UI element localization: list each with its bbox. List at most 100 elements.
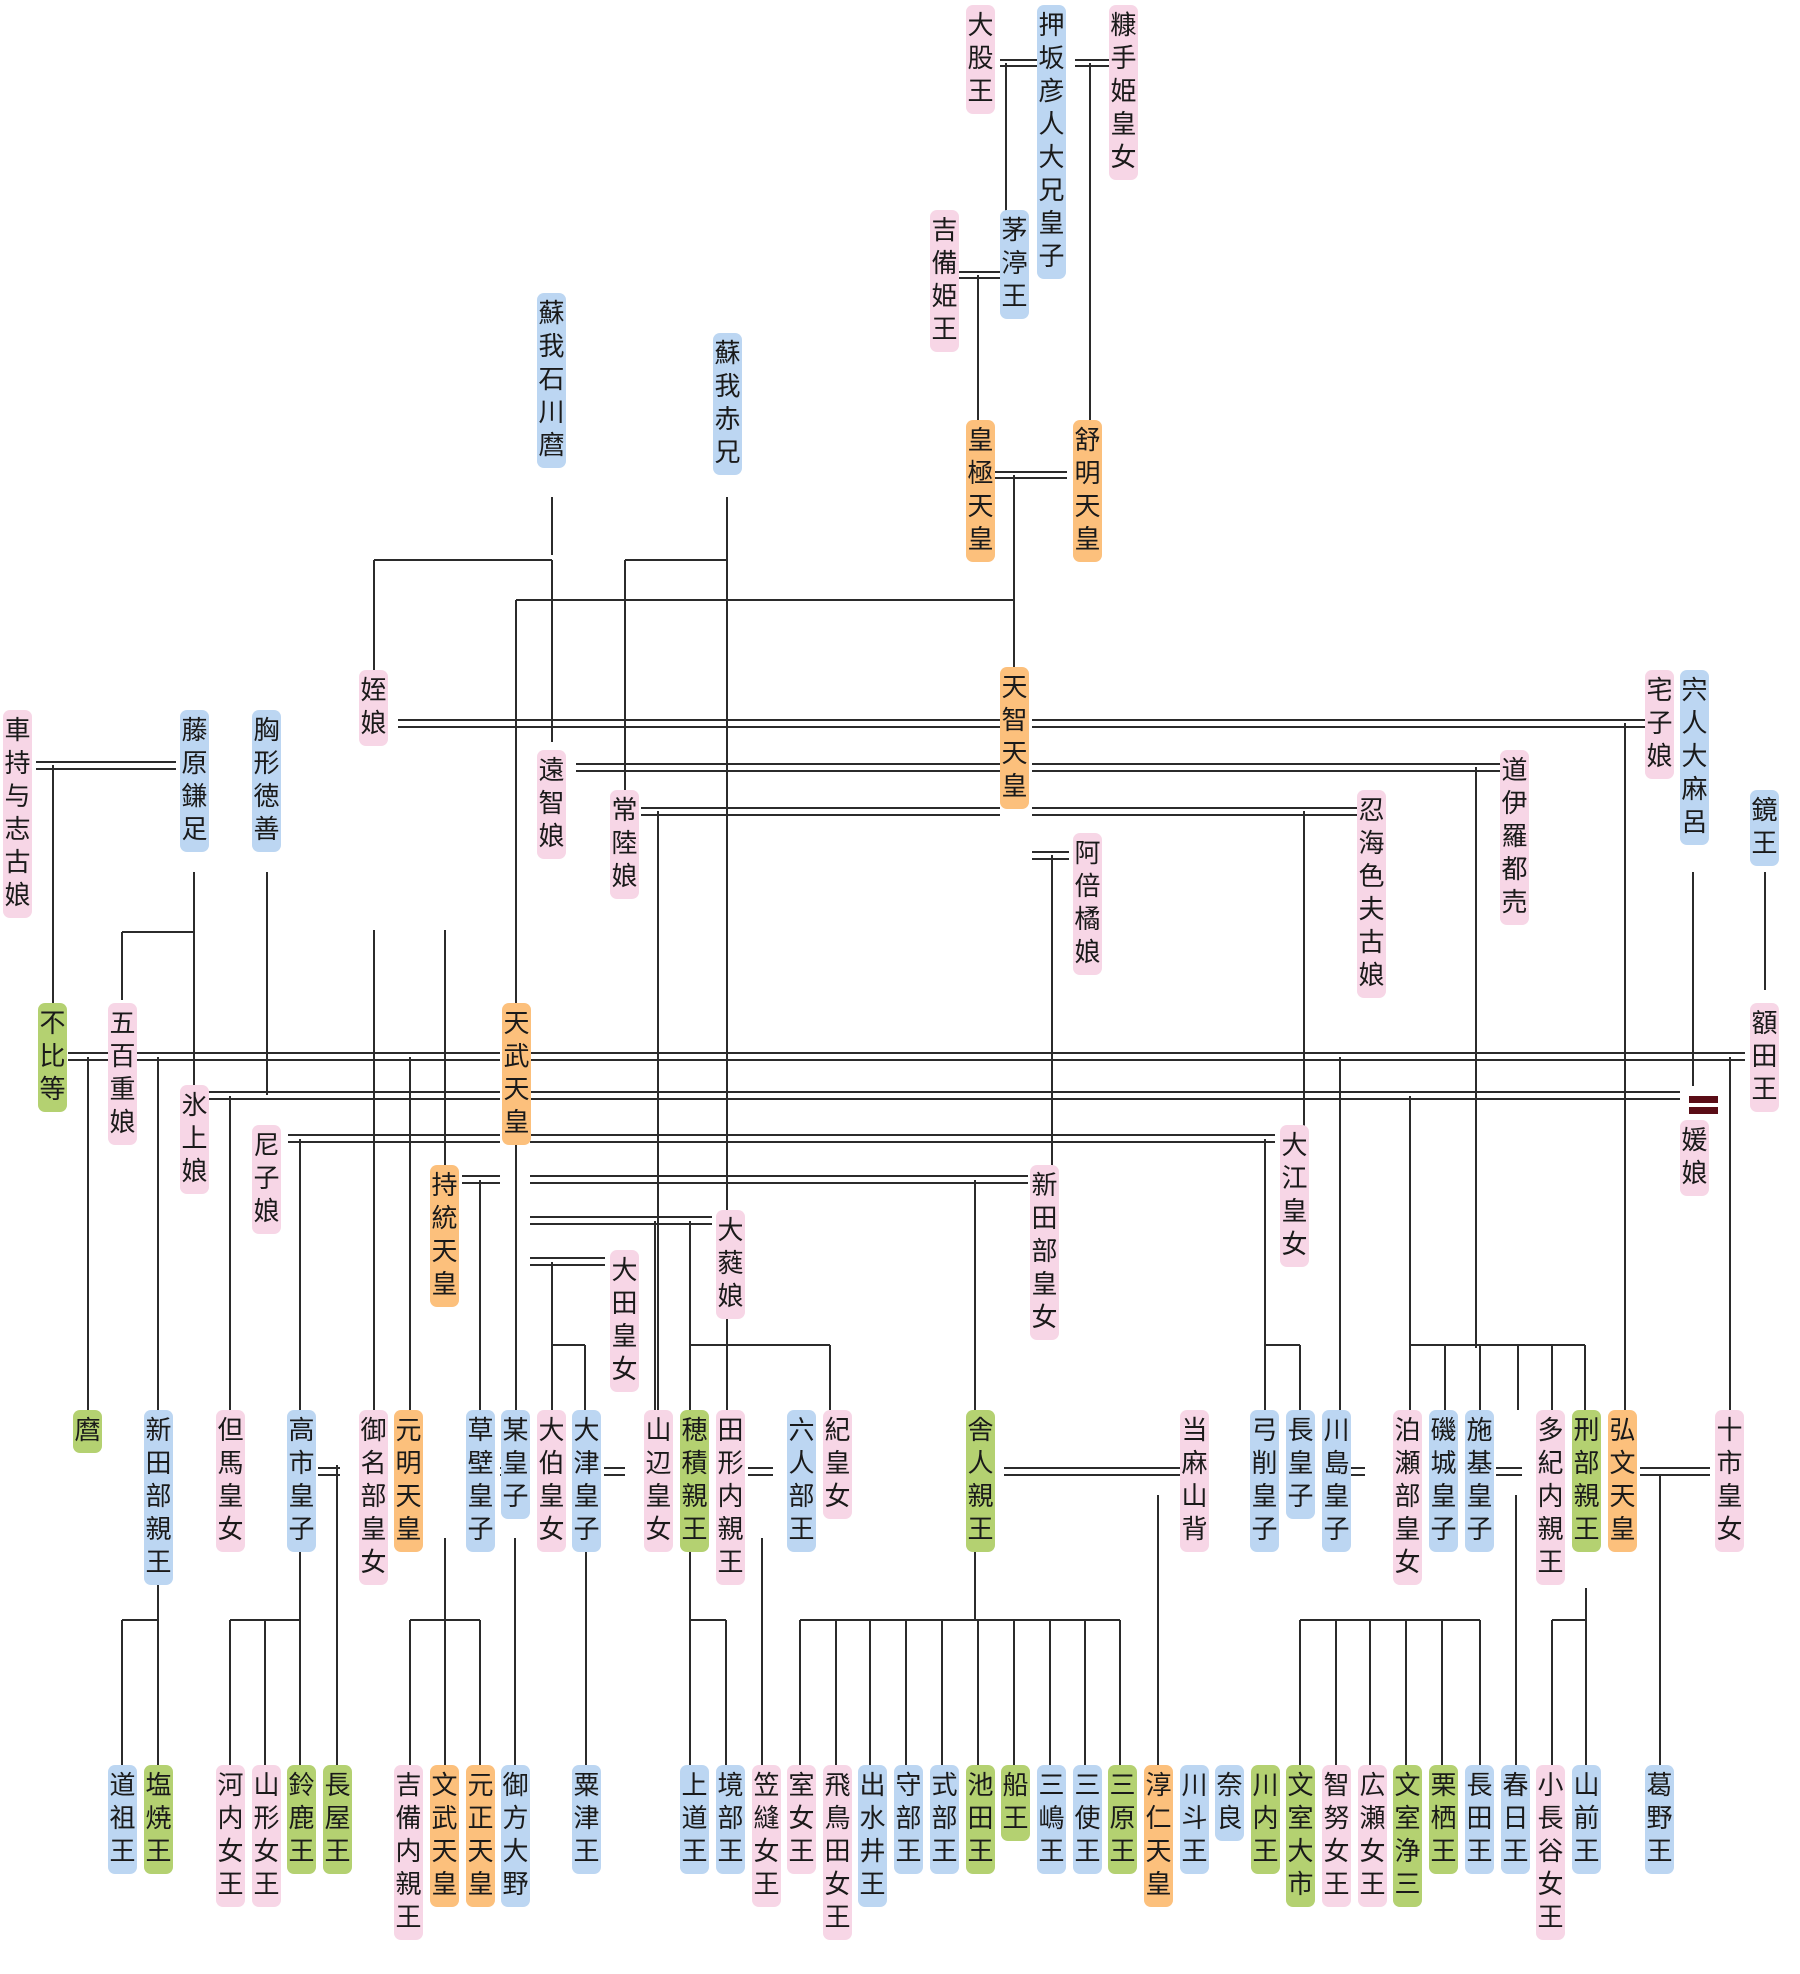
- person-nara[interactable]: 奈良: [1215, 1765, 1244, 1841]
- person-mei[interactable]: 姪娘: [359, 670, 388, 746]
- person-tenmu[interactable]: 天武天皇: [502, 1003, 531, 1145]
- person-niitabe-shinno[interactable]: 新田部親王: [144, 1410, 173, 1585]
- person-tajima[interactable]: 但馬皇女: [216, 1410, 245, 1552]
- person-funa[interactable]: 船王: [1001, 1765, 1030, 1841]
- person-yamasaki[interactable]: 山前王: [1572, 1765, 1601, 1874]
- person-monmu[interactable]: 文武天皇: [430, 1765, 459, 1907]
- person-asukata[interactable]: 飛鳥田女王: [823, 1765, 852, 1940]
- person-chinu[interactable]: 茅渟王: [1000, 210, 1029, 319]
- person-suzuka[interactable]: 鈴鹿王: [287, 1765, 316, 1874]
- person-otsu[interactable]: 大津皇子: [572, 1410, 601, 1552]
- person-jito[interactable]: 持統天皇: [430, 1165, 459, 1307]
- person-nagaya[interactable]: 長屋王: [323, 1765, 352, 1874]
- person-hitachi[interactable]: 常陸娘: [610, 790, 639, 899]
- person-genmei[interactable]: 元明天皇: [394, 1410, 423, 1552]
- person-nukade[interactable]: 糠手姫皇女: [1109, 5, 1138, 180]
- person-nukata[interactable]: 額田王: [1750, 1003, 1779, 1112]
- person-kibi-naishinno[interactable]: 吉備内親王: [394, 1765, 423, 1940]
- person-ioe[interactable]: 五百重娘: [108, 1003, 137, 1145]
- person-shiki-m[interactable]: 磯城皇子: [1429, 1410, 1458, 1552]
- person-ikeda[interactable]: 池田王: [966, 1765, 995, 1874]
- person-toneri-no[interactable]: 六人部王: [787, 1410, 816, 1552]
- person-naga[interactable]: 長皇子: [1286, 1410, 1315, 1519]
- person-kobun[interactable]: 弘文天皇: [1608, 1410, 1637, 1552]
- person-kogyoku[interactable]: 皇極天皇: [966, 420, 995, 562]
- person-kaeni[interactable]: 媛娘: [1680, 1120, 1709, 1196]
- person-fuhito[interactable]: 不比等: [38, 1003, 67, 1112]
- person-munakata[interactable]: 胸形徳善: [252, 710, 281, 852]
- person-kawachi[interactable]: 河内女王: [216, 1765, 245, 1907]
- person-sakaibe[interactable]: 境部王: [716, 1765, 745, 1874]
- person-maro[interactable]: 麿: [73, 1410, 102, 1453]
- person-kamitsumichi[interactable]: 上道王: [680, 1765, 709, 1874]
- person-bunshitsu-kiyomi[interactable]: 文室浄三: [1393, 1765, 1422, 1907]
- person-takechi[interactable]: 高市皇子: [287, 1410, 316, 1552]
- person-onu[interactable]: 大蕤娘: [716, 1210, 745, 1319]
- person-takata[interactable]: 田形内親王: [716, 1410, 745, 1585]
- person-mitsukai[interactable]: 三使王: [1073, 1765, 1102, 1874]
- person-kamatari[interactable]: 藤原鎌足: [180, 710, 209, 852]
- person-osakabe[interactable]: 刑部親王: [1572, 1410, 1601, 1552]
- person-kasanui[interactable]: 笠縫女王: [752, 1765, 781, 1907]
- person-jomei[interactable]: 舒明天皇: [1073, 420, 1102, 562]
- person-michinoiratsume[interactable]: 道伊羅都売: [1500, 750, 1529, 925]
- person-kibi[interactable]: 吉備姫王: [930, 210, 959, 352]
- person-kawachi-o[interactable]: 川内王: [1251, 1765, 1280, 1874]
- person-oshinumi[interactable]: 忍海色夫古娘: [1357, 790, 1386, 998]
- person-junnin[interactable]: 淳仁天皇: [1144, 1765, 1173, 1907]
- person-kawashima[interactable]: 川島皇子: [1322, 1410, 1351, 1552]
- person-muro[interactable]: 室女王: [787, 1765, 816, 1874]
- person-oomata[interactable]: 大股王: [966, 5, 995, 114]
- person-ki[interactable]: 紀皇女: [823, 1410, 852, 1519]
- person-kadono[interactable]: 葛野王: [1645, 1765, 1674, 1874]
- person-niitabe-kojo[interactable]: 新田部皇女: [1030, 1165, 1059, 1340]
- person-moribe[interactable]: 守部王: [894, 1765, 923, 1874]
- person-mishima[interactable]: 三嶋王: [1037, 1765, 1066, 1874]
- person-shikibe[interactable]: 式部王: [930, 1765, 959, 1874]
- person-oe[interactable]: 大江皇女: [1280, 1125, 1309, 1267]
- person-shioyaki[interactable]: 塩焼王: [144, 1765, 173, 1874]
- person-kagami[interactable]: 鏡王: [1750, 790, 1779, 866]
- person-ishikawamaro[interactable]: 蘇我石川麿: [537, 293, 566, 468]
- person-shiki[interactable]: 施基皇子: [1465, 1410, 1494, 1552]
- person-doso[interactable]: 道祖王: [108, 1765, 137, 1874]
- person-yamanobe[interactable]: 山辺皇女: [644, 1410, 673, 1552]
- person-mihara[interactable]: 三原王: [1108, 1765, 1137, 1874]
- person-hirose[interactable]: 広瀬女王: [1358, 1765, 1387, 1907]
- person-amako[interactable]: 尼子娘: [252, 1125, 281, 1234]
- person-awazu[interactable]: 粟津王: [572, 1765, 601, 1874]
- person-minabe[interactable]: 御名部皇女: [359, 1410, 388, 1585]
- person-kasuga[interactable]: 春日王: [1501, 1765, 1530, 1874]
- person-kurumamochi[interactable]: 車持与志古娘: [3, 710, 32, 918]
- person-tenji[interactable]: 天智天皇: [1000, 667, 1029, 809]
- person-bunshitsu-oochi[interactable]: 文室大市: [1286, 1765, 1315, 1907]
- person-izumii[interactable]: 出水井王: [858, 1765, 887, 1907]
- person-oshisaka[interactable]: 押坂彦人大兄皇子: [1037, 5, 1066, 279]
- person-yakako[interactable]: 宅子娘: [1645, 670, 1674, 779]
- person-chinu-jo[interactable]: 智努女王: [1322, 1765, 1351, 1907]
- person-ohatsuse[interactable]: 小長谷女王: [1536, 1765, 1565, 1940]
- person-tochi[interactable]: 十市皇女: [1715, 1410, 1744, 1552]
- person-kurusu[interactable]: 栗栖王: [1429, 1765, 1458, 1874]
- person-kawakami[interactable]: 川斗王: [1180, 1765, 1209, 1874]
- person-kusakabe[interactable]: 草壁皇子: [466, 1410, 495, 1552]
- person-toneri[interactable]: 舎人親王: [966, 1410, 995, 1552]
- person-bo[interactable]: 某皇子: [501, 1410, 530, 1519]
- person-akae[interactable]: 蘇我赤兄: [713, 333, 742, 475]
- person-yuge[interactable]: 弓削皇子: [1250, 1410, 1279, 1552]
- person-shishihito[interactable]: 宍人大麻呂: [1680, 670, 1709, 845]
- person-oota[interactable]: 大田皇女: [610, 1250, 639, 1392]
- person-ooku[interactable]: 大伯皇女: [537, 1410, 566, 1552]
- person-abe[interactable]: 阿倍橘娘: [1073, 833, 1102, 975]
- person-hatsusebe[interactable]: 泊瀬部皇女: [1393, 1410, 1422, 1585]
- person-hikami[interactable]: 氷上娘: [180, 1085, 209, 1194]
- person-mikata[interactable]: 御方大野: [501, 1765, 530, 1907]
- person-gensho[interactable]: 元正天皇: [466, 1765, 495, 1907]
- person-ochi[interactable]: 遠智娘: [537, 750, 566, 859]
- person-taima[interactable]: 当麻山背: [1180, 1410, 1209, 1552]
- person-yamagata[interactable]: 山形女王: [252, 1765, 281, 1907]
- person-takinaimo[interactable]: 多紀内親王: [1536, 1410, 1565, 1585]
- person-nagata[interactable]: 長田王: [1465, 1765, 1494, 1874]
- person-hozumi[interactable]: 穂積親王: [680, 1410, 709, 1552]
